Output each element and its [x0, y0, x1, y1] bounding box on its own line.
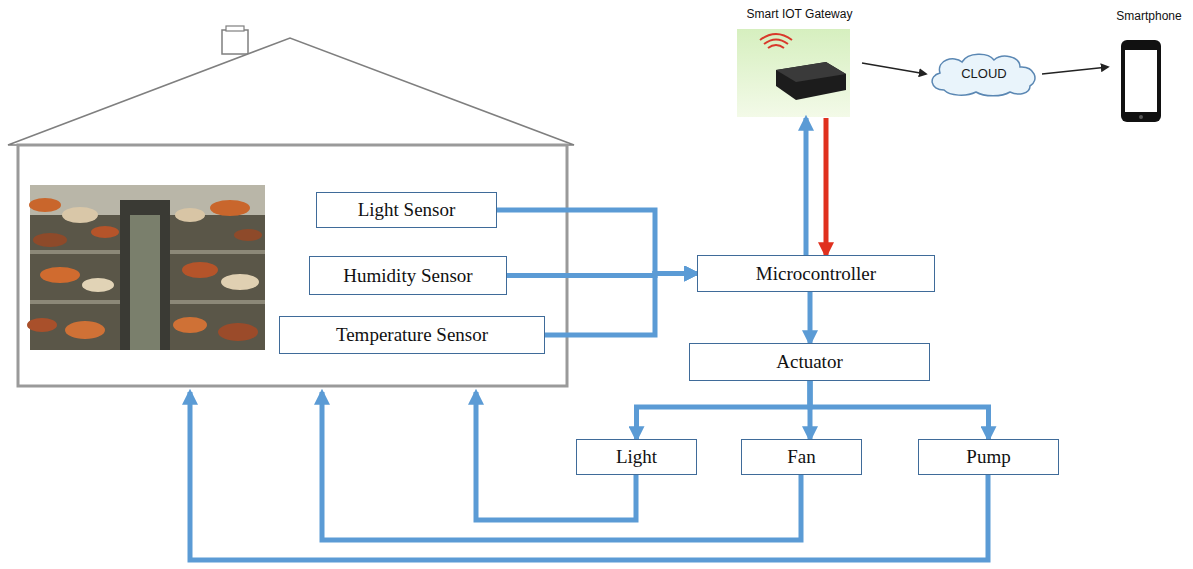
node-text: Pump	[966, 446, 1010, 468]
phone-button	[1139, 115, 1143, 119]
process-box: Temperature Sensor	[279, 316, 545, 354]
connector-arrow	[808, 292, 813, 343]
photo-aisle-floor	[130, 215, 160, 350]
photo-shelf	[30, 300, 120, 304]
phone-body	[1121, 40, 1161, 122]
photo-shelf	[30, 250, 120, 254]
process-box: Microcontroller	[697, 255, 935, 292]
node-text: Smartphone	[1116, 10, 1181, 24]
gateway-picture	[737, 29, 850, 117]
gateway-device-top	[776, 62, 846, 82]
device-label: Smartphone	[1108, 10, 1190, 124]
mushroom-cap	[27, 318, 57, 332]
mushroom-cap	[91, 226, 119, 238]
mushroom-cap	[82, 278, 114, 292]
mushroom-cap	[210, 200, 250, 216]
connector-arrow	[637, 381, 811, 439]
connector-arrow	[545, 274, 697, 336]
connector-arrow	[862, 63, 926, 74]
smartphone-icon	[1121, 40, 1161, 122]
node-text: Smart IOT Gateway	[747, 8, 853, 22]
process-box: Fan	[741, 439, 862, 475]
phone-screen	[1125, 50, 1157, 112]
photo-aisle	[120, 200, 170, 350]
mushroom-cap	[62, 207, 98, 223]
node-text: Actuator	[776, 351, 842, 373]
node-text: Light	[616, 446, 657, 468]
photo-shelf	[170, 250, 265, 254]
mushroom-photo	[27, 185, 265, 350]
connector-arrow	[1042, 67, 1108, 74]
photo-shelf	[170, 300, 265, 304]
connector-arrow	[804, 118, 809, 255]
cloud-path	[932, 54, 1035, 96]
process-box: Actuator	[689, 343, 930, 381]
feedback-arrow	[190, 392, 988, 560]
mushroom-cap	[182, 262, 218, 278]
node-text: Temperature Sensor	[336, 324, 488, 346]
process-box: Light	[576, 439, 697, 475]
mushroom-cap	[221, 274, 259, 290]
gateway-ground	[737, 29, 850, 117]
node-text: Humidity Sensor	[343, 265, 472, 287]
mushroom-cap	[29, 198, 61, 212]
chimney-cap	[226, 26, 244, 31]
mushroom-cap	[33, 233, 67, 247]
mushroom-cap	[65, 321, 105, 339]
mushroom-cap	[173, 317, 207, 333]
node-text: Fan	[787, 446, 816, 468]
device-label: Smart IOT Gateway	[737, 8, 862, 118]
process-box: Light Sensor	[316, 192, 497, 228]
radio-wave	[760, 34, 792, 40]
chimney	[222, 30, 248, 54]
node-text: CLOUD	[961, 67, 1007, 82]
house-roof	[8, 38, 574, 145]
mushroom-cap	[234, 229, 262, 241]
mushroom-cap	[40, 267, 80, 283]
connector-arrow	[810, 381, 989, 439]
cloud-shape: CLOUD	[926, 50, 1042, 98]
house-wall	[18, 145, 567, 386]
mushroom-cap	[218, 323, 258, 341]
radio-wave	[768, 45, 784, 48]
photo-ground	[30, 185, 265, 350]
connector-arrow	[497, 210, 697, 274]
node-text: Light Sensor	[358, 199, 456, 221]
radio-wave	[764, 40, 788, 45]
gateway-device	[776, 62, 846, 100]
feedback-arrow	[322, 392, 801, 540]
process-box: Humidity Sensor	[309, 256, 507, 295]
node-text: Microcontroller	[756, 263, 876, 285]
connector-arrow	[824, 118, 829, 255]
mushroom-cap	[175, 208, 205, 222]
process-box: Pump	[918, 439, 1059, 475]
